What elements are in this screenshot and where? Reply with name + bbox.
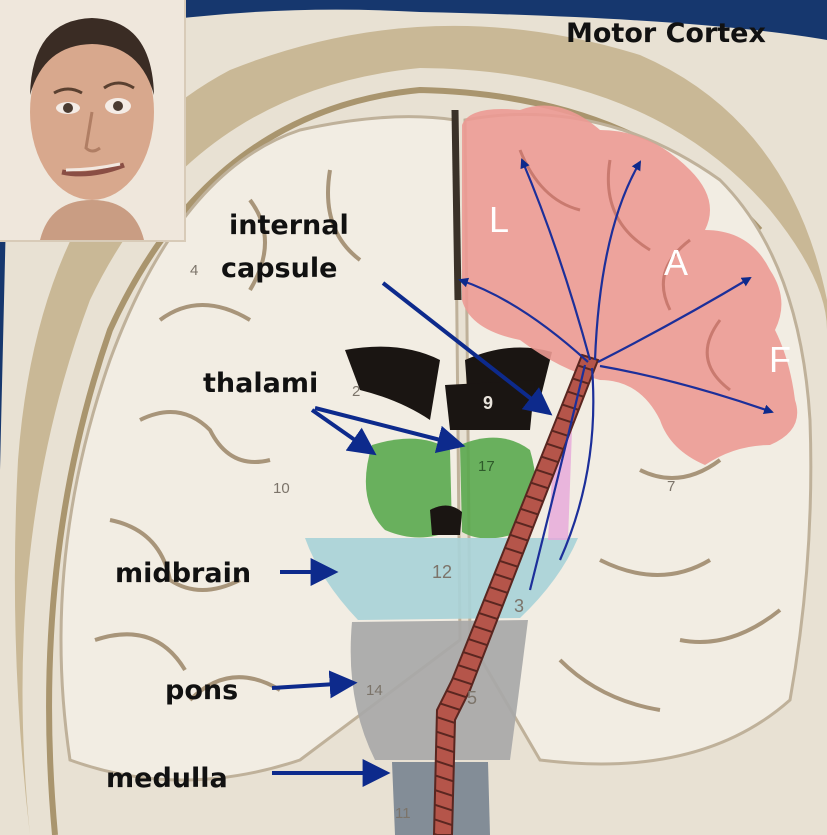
patient-portrait	[0, 0, 186, 242]
section-number: 17	[478, 458, 495, 475]
midbrain-label: midbrain	[115, 558, 251, 590]
region-face-label: F	[769, 340, 791, 380]
third-ventricle-black	[430, 505, 462, 535]
region-leg-label: L	[489, 200, 509, 240]
section-number: 9	[483, 393, 493, 414]
section-number: 4	[190, 262, 198, 279]
section-number: 11	[395, 805, 411, 822]
section-number: 14	[366, 682, 383, 699]
section-number: 2	[352, 383, 360, 400]
section-number: 3	[514, 596, 524, 617]
section-number: 10	[273, 480, 290, 497]
region-arm-label: A	[664, 243, 688, 283]
section-number: 12	[432, 562, 452, 583]
section-number: 7	[667, 478, 675, 495]
face-with-facial-palsy-icon	[0, 0, 184, 240]
internal-capsule-label-line2: capsule	[221, 253, 337, 285]
medulla-label: medulla	[106, 763, 228, 795]
section-number: 5	[467, 688, 477, 709]
pons-label: pons	[165, 675, 238, 707]
midline-fissure	[455, 110, 458, 300]
internal-capsule-label-line1: internal	[229, 210, 349, 242]
thalami-label: thalami	[203, 368, 318, 400]
page-title: Motor Cortex	[566, 18, 766, 50]
